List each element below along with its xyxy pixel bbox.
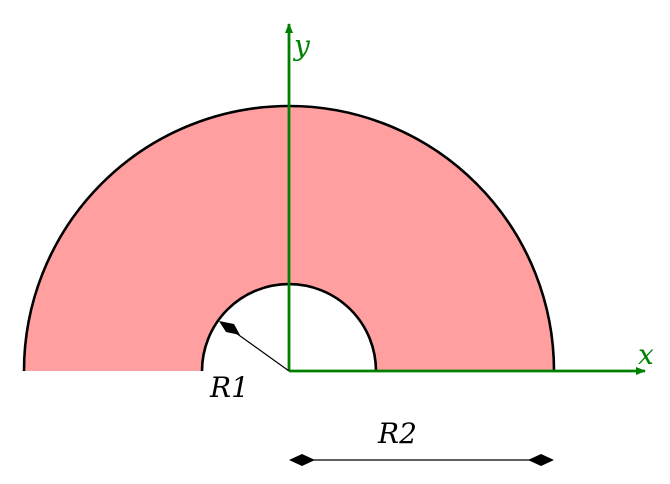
inner-radius-arrowhead — [219, 321, 240, 335]
outer-radius-label: R2 — [377, 417, 417, 450]
outer-radius-left-arrowhead — [289, 454, 315, 466]
inner-radius-line — [228, 327, 290, 372]
inner-radius-label: R1 — [209, 371, 249, 404]
x-axis-label: x — [638, 338, 654, 371]
outer-radius-right-arrowhead — [528, 454, 554, 466]
y-axis-label: y — [292, 29, 311, 62]
